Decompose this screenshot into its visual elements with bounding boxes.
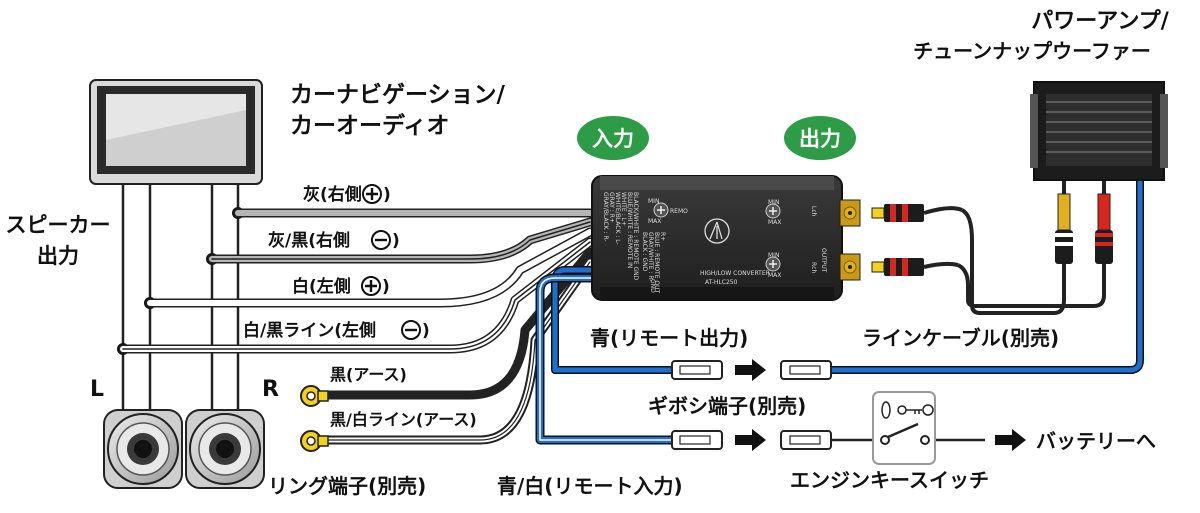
wire-white-label: 白(左側 [292, 276, 351, 297]
arrow-right-icon [735, 359, 766, 381]
rch-max-label: MAX [768, 272, 781, 279]
gibosi-terminal-female-out [780, 360, 832, 380]
wire-legend-left: GRAY/BLACK : R-GRAY : R+WHITE/BLACK : L-… [602, 192, 639, 281]
input-wires [118, 208, 595, 445]
ring-terminal-black [300, 385, 329, 407]
wire-white-black-close: ) [422, 321, 430, 341]
gibosi-terminal-label: ギボシ端子(別売) [648, 394, 806, 418]
head-unit-title-line2: カーオーディオ [290, 112, 449, 139]
wire-legend-text: R+ [659, 232, 666, 241]
wire-black-white-label: 黒/白ライン(アース) [330, 410, 477, 429]
minus-circle-icon [371, 230, 391, 250]
plus-circle-icon [361, 276, 381, 296]
rca-cable-rch [871, 258, 959, 276]
wire-legend-text: BLACK : GND [641, 232, 648, 272]
engine-key-switch-label: エンジンキースイッチ [790, 468, 989, 492]
rca-jack-lch [839, 199, 861, 227]
plus-circle-icon [362, 184, 382, 204]
amp-rca-plug-left [1055, 180, 1073, 264]
speaker-left [103, 409, 183, 489]
gibosi-terminal-female-in [780, 430, 832, 450]
converter-subtitle: HIGH/LOW CONVERTER [700, 270, 770, 277]
wire-white-black-label: 白/黒ライン(左側 [243, 320, 376, 341]
wire-legend-text: WHITE/BLACK : L- [614, 192, 621, 245]
remote-wires [535, 178, 1144, 445]
wire-gray-close: ) [383, 185, 391, 205]
wire-blue-label: 青(リモート出力) [590, 326, 748, 350]
power-amplifier [1030, 81, 1168, 181]
wire-black-label: 黒(アース) [330, 365, 407, 384]
wire-gray-label: 灰(右側 [303, 184, 362, 205]
rch-label: Rch [810, 262, 817, 273]
lch-min-label: MIN [768, 199, 779, 206]
key-icon [881, 401, 934, 419]
engine-key-switch [831, 391, 985, 465]
output-label: OUTPUT [820, 248, 827, 273]
converter-model: AT-HLC250 [705, 279, 738, 286]
output-badge-label: 出力 [799, 127, 841, 151]
converter-box [591, 175, 861, 301]
speaker-output-line1: スピーカー [6, 213, 111, 237]
line-cable-run [956, 208, 1106, 315]
speaker-left-label: L [90, 377, 104, 402]
minus-circle-icon [401, 320, 421, 340]
wire-white-close: ) [382, 277, 390, 297]
lch-gain-knob [765, 203, 781, 219]
wire-legend-text: BLUE : REMOTE OUT [653, 232, 660, 294]
text-labels: カーナビゲーション/ カーオーディオ パワーアンプ/ チューンナップウーファー … [6, 9, 1170, 498]
arrow-right-icon [735, 429, 766, 451]
ring-terminal-label: リング端子(別売) [268, 474, 426, 498]
gibosi-terminal-male-in [671, 430, 723, 450]
wire-blue-white-label: 青/白(リモート入力) [497, 474, 683, 498]
wire-legend-text: WHITE : L+ [620, 192, 627, 226]
brand-logo [704, 218, 730, 244]
gnd-label: GND [649, 279, 656, 293]
speaker-right [185, 409, 265, 489]
remo-max-label: MAX [648, 218, 661, 225]
ring-terminal-black-white [300, 430, 329, 452]
remo-label: REMO [670, 208, 688, 215]
wire-gray-black-close: ) [392, 231, 400, 251]
speaker-output-line2: 出力 [37, 244, 79, 268]
wire-tap-dots [117, 207, 244, 355]
input-badge-label: 入力 [592, 127, 634, 151]
wire-legend-text: GRAY/WHITE : R- [647, 232, 654, 282]
wire-legend-text: BLACK/WHITE : REMOTE GND [632, 192, 639, 281]
remo-knob [653, 202, 669, 218]
lch-label: Lch [810, 206, 817, 217]
input-badge: 入力 [577, 116, 649, 160]
head-unit-title-line1: カーナビゲーション/ [290, 82, 506, 108]
amp-title-line2: チューンナップウーファー [913, 39, 1151, 63]
wire-legend-text: GRAY : R+ [608, 192, 615, 223]
gibosi-terminal-male-out [671, 360, 723, 380]
rch-min-label: MIN [768, 252, 779, 259]
speaker-right-label: R [262, 377, 279, 402]
line-cable-label: ラインケーブル(別売) [862, 326, 1059, 350]
wire-legend-text: BLUE/WHITE : REMOTE IN [626, 192, 633, 268]
arrow-right-icon [995, 429, 1026, 451]
amp-title-line1: パワーアンプ/ [1031, 9, 1170, 34]
rch-gain-knob [765, 256, 781, 272]
wire-legend-text: GRAY/BLACK : R- [602, 192, 609, 242]
rca-jack-rch [839, 253, 861, 281]
output-badge: 出力 [784, 116, 856, 160]
to-battery-label: バッテリーへ [1036, 429, 1156, 453]
amp-rca-plug-right [1095, 180, 1113, 264]
arrow-icons [735, 359, 1026, 451]
head-unit [89, 79, 263, 185]
converter-labels: MIN MAX REMO MIN MAX MIN MAX HIGH/LOW CO… [602, 192, 827, 294]
wire-gray-black-label: 灰/黒(右側 [268, 230, 350, 251]
lch-max-label: MAX [768, 219, 781, 226]
remo-min-label: MIN [648, 198, 659, 205]
rca-cable-lch [871, 204, 963, 222]
